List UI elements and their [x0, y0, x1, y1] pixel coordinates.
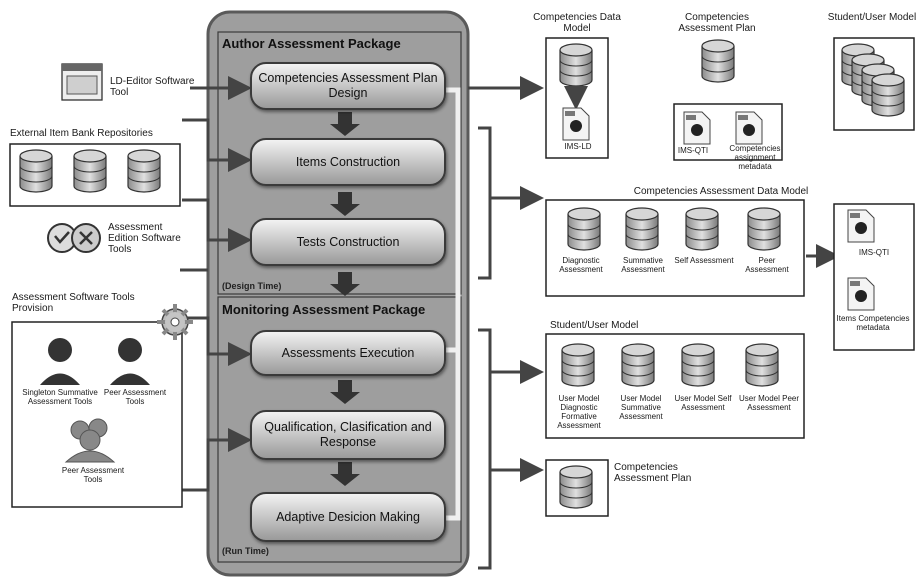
edition-tools-icon	[47, 223, 101, 253]
step-qualification[interactable]: Qualification, Clasification and Respons…	[250, 410, 446, 460]
provision-box	[11, 321, 183, 508]
editor-tool-label: LD-Editor Software Tool	[110, 76, 195, 98]
metadata-file-icon	[735, 111, 763, 145]
assessment-data-label: Competencies Assessment Data Model	[633, 186, 809, 197]
tool-label-singleton: Singleton Summative Assessment Tools	[22, 388, 98, 406]
plan-db-icon	[701, 39, 735, 83]
user-model-db-icon	[681, 343, 715, 387]
user-model-db-icon	[621, 343, 655, 387]
user-icon	[40, 338, 80, 385]
run-time-tag: (Run Time)	[222, 546, 269, 556]
design-time-tag: (Design Time)	[222, 281, 282, 291]
step-assessments-execution[interactable]: Assessments Execution	[250, 330, 446, 376]
user-model-part-summative: User Model Summative Assessment	[619, 394, 663, 421]
user-icon	[110, 338, 150, 385]
assessment-db-icon	[567, 207, 601, 251]
user-model-part-self: User Model Self Assessment	[674, 394, 732, 412]
plan-file-qti: IMS-QTI	[677, 146, 709, 155]
qti-file-icon	[683, 111, 711, 145]
monitoring-package-frame	[217, 296, 462, 563]
monitoring-package-title: Monitoring Assessment Package	[222, 302, 426, 317]
editor-window-icon	[61, 63, 103, 101]
step-adaptive-decision[interactable]: Adaptive Desicion Making	[250, 492, 446, 542]
assessment-type-summative: Summative Assessment	[621, 256, 665, 274]
author-package-frame	[217, 31, 462, 295]
tool-label-peer-group: Peer Assessment Tools	[61, 466, 125, 484]
metadata-file-icon	[847, 277, 875, 311]
qti-metadata-label: Items Competencies metadata	[836, 314, 910, 332]
plan-label: Competencies Assessment Plan	[678, 12, 756, 34]
repository-db-icon	[73, 149, 107, 193]
repository-db-icon	[127, 149, 161, 193]
ims-ld-label: IMS-LD	[564, 142, 592, 151]
assessment-type-diagnostic: Diagnostic Assessment	[559, 256, 603, 274]
step-items-construction[interactable]: Items Construction	[250, 138, 446, 186]
step-tests-construction[interactable]: Tests Construction	[250, 218, 446, 266]
provision-label: Assessment Software Tools Provision	[12, 292, 135, 314]
gear-icon	[157, 304, 193, 340]
assessment-db-icon	[685, 207, 719, 251]
user-model-label: Student/User Model	[550, 320, 639, 331]
edition-tools-label: Assessment Edition Software Tools	[108, 222, 181, 255]
repositories-label: External Item Bank Repositories	[10, 128, 153, 139]
student-db-icon	[871, 73, 905, 117]
ims-ld-file-icon	[562, 107, 590, 141]
data-model-label: Competencies Data Model	[533, 12, 621, 34]
step-plan-design[interactable]: Competencies Assessment Plan Design	[250, 62, 446, 110]
user-model-part-peer: User Model Peer Assessment	[738, 394, 800, 412]
step-down-arrows	[330, 112, 360, 486]
assessment-type-peer: Peer Assessment	[745, 256, 789, 274]
group-icon	[64, 418, 116, 463]
user-model-part-diagnostic: User Model Diagnostic Formative Assessme…	[557, 394, 601, 430]
repository-db-icon	[19, 149, 53, 193]
left-connectors	[180, 76, 252, 492]
plan-file-metadata: Competencies assignment metadata	[729, 144, 781, 171]
student-model-label: Student/User Model	[827, 12, 917, 23]
data-model-db-icon	[559, 43, 593, 87]
competencies-plan-db-icon	[559, 465, 593, 509]
competencies-plan-label: Competencies Assessment Plan	[614, 462, 692, 484]
right-connectors	[468, 76, 840, 570]
qti-file-icon	[847, 209, 875, 243]
user-model-db-icon	[561, 343, 595, 387]
assessment-db-icon	[625, 207, 659, 251]
assessment-db-icon	[747, 207, 781, 251]
tool-label-peer: Peer Assessment Tools	[103, 388, 167, 406]
user-model-db-icon	[745, 343, 779, 387]
feedback-loop	[440, 87, 461, 521]
assessment-type-self: Self Assessment	[674, 256, 734, 265]
author-package-title: Author Assessment Package	[222, 36, 401, 51]
qti-file-label: IMS-QTI	[858, 248, 890, 257]
